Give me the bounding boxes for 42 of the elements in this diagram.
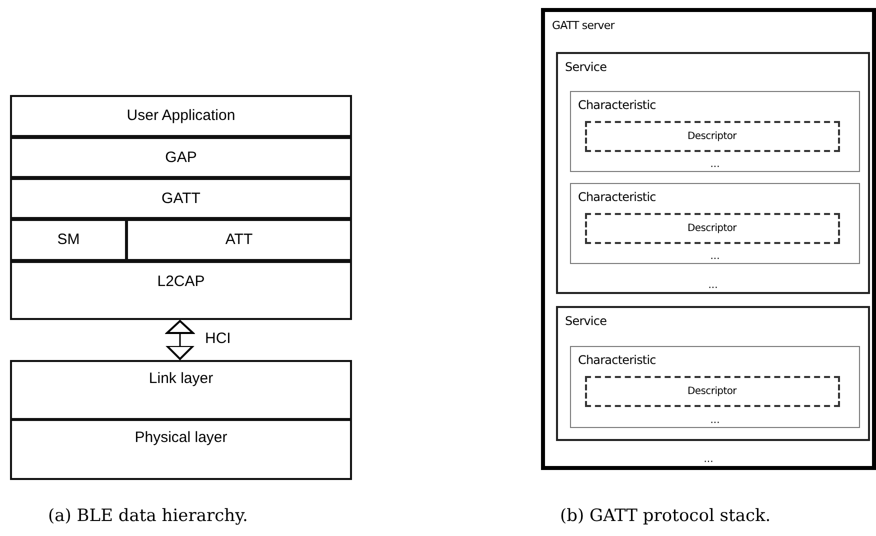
descriptor-label: Descriptor: [688, 130, 736, 142]
ellipsis: ...: [708, 280, 718, 292]
layer-box: [10, 95, 352, 137]
descriptor-box: [584, 376, 840, 406]
box-heading: Characteristic: [578, 98, 656, 112]
figure-caption: (a) BLE data hierarchy.: [48, 506, 248, 526]
layer-box: [10, 178, 352, 219]
layer-label: User Application: [126, 107, 236, 124]
layer-label: SM: [57, 231, 80, 248]
layer-label: L2CAP: [157, 273, 205, 290]
descriptor-box: [584, 212, 840, 244]
ellipsis: ...: [704, 454, 714, 466]
server-box: [541, 8, 876, 470]
descriptor-label: Descriptor: [688, 386, 736, 396]
layer-box: [10, 261, 352, 320]
ellipsis: ...: [710, 159, 720, 171]
ellipsis: ...: [710, 415, 720, 427]
box-heading: Service: [565, 314, 607, 328]
layer-label: Physical layer: [134, 429, 228, 446]
ellipsis: ...: [710, 251, 720, 263]
layer-label: ATT: [225, 231, 253, 248]
layer-box: [10, 419, 352, 480]
layer-label: GAP: [165, 149, 197, 166]
layer-box: [10, 360, 352, 420]
characteristic-box: [570, 183, 860, 264]
layer-label: GATT: [162, 190, 200, 207]
box-heading: GATT server: [552, 19, 614, 32]
box-heading: Characteristic: [578, 353, 656, 367]
service-box: [556, 306, 870, 441]
double-arrow: [166, 320, 194, 360]
layer-box: [126, 219, 352, 261]
layer-label: Link layer: [148, 370, 214, 387]
figure-caption: (b) GATT protocol stack.: [560, 506, 771, 526]
characteristic-box: [570, 91, 860, 172]
box-heading: Service: [565, 60, 607, 74]
descriptor-label: Descriptor: [688, 222, 736, 234]
layer-box: [10, 137, 352, 178]
descriptor-box: [584, 120, 840, 152]
characteristic-box: [570, 346, 860, 428]
service-box: [556, 52, 870, 294]
layer-box: [10, 219, 127, 261]
box-heading: Characteristic: [578, 190, 656, 204]
